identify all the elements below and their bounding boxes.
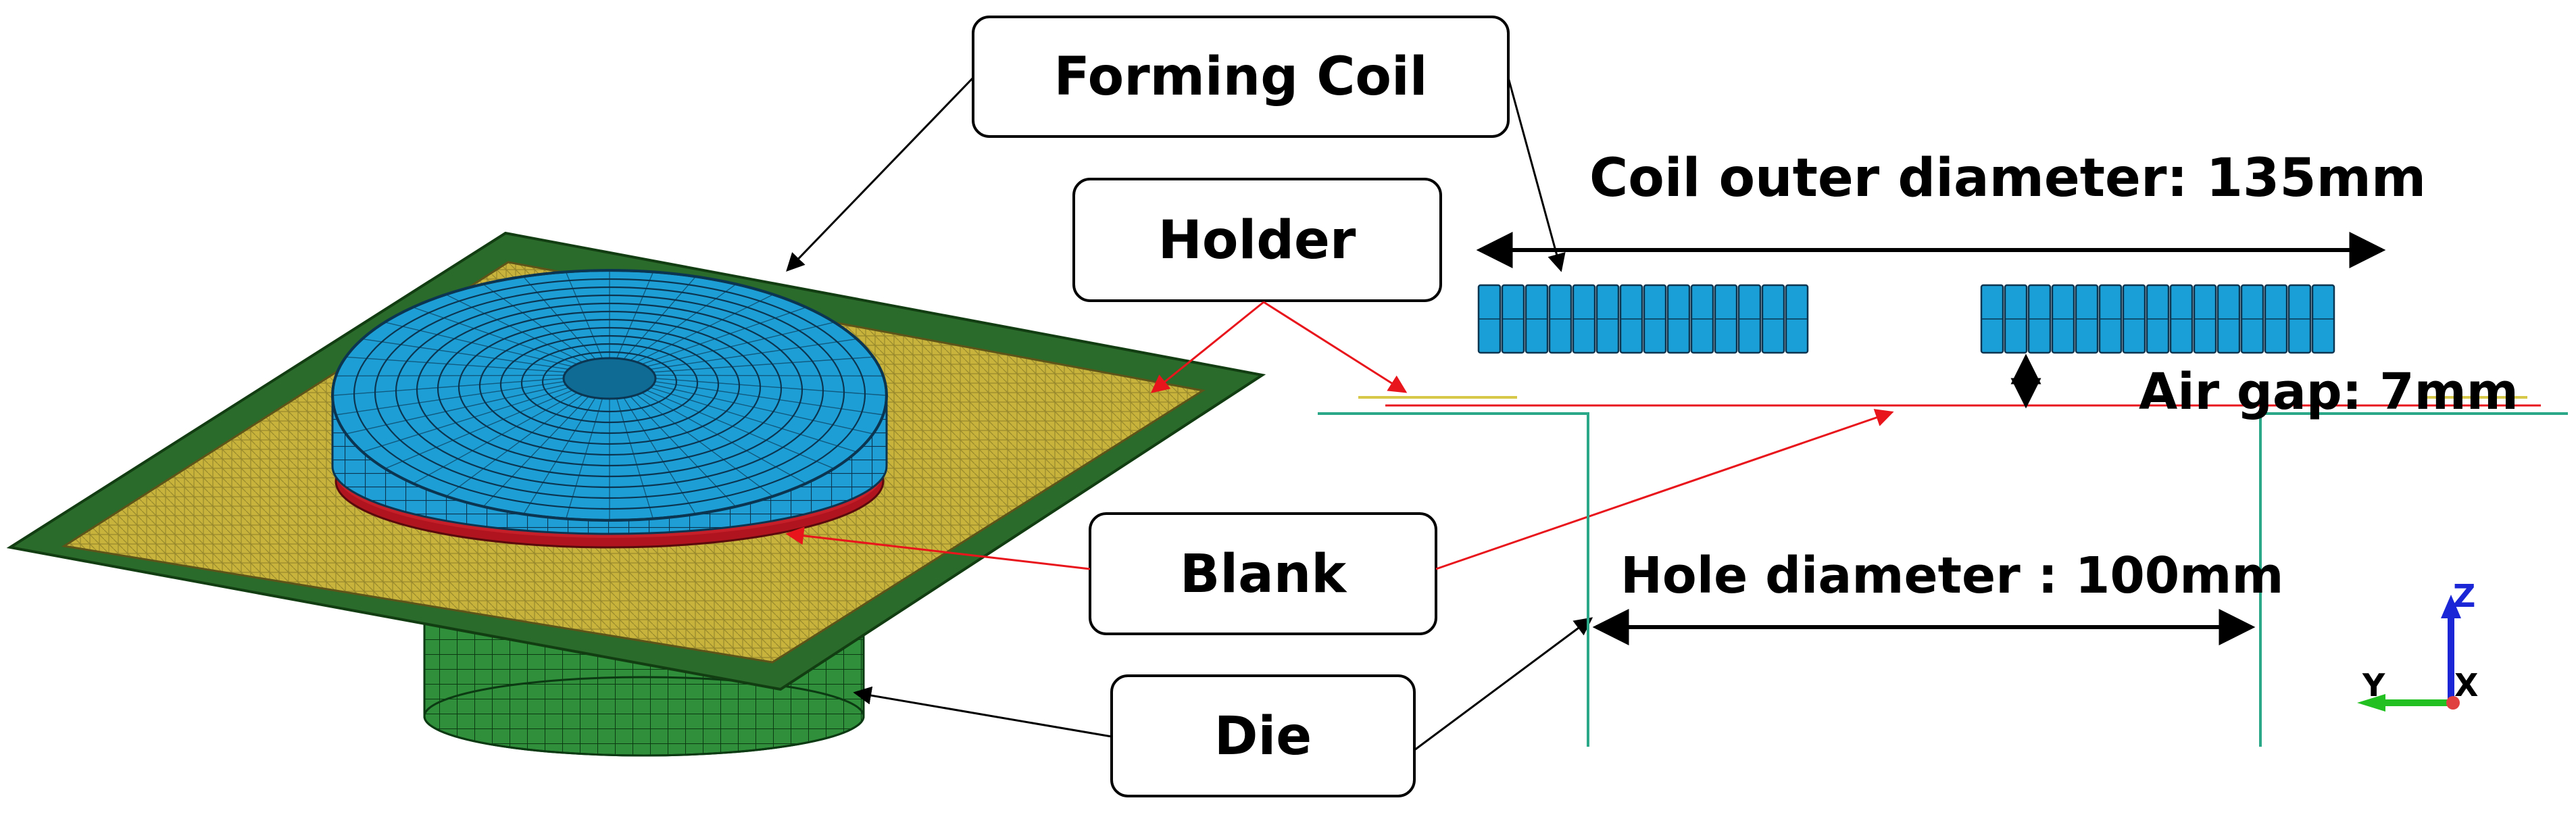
coil-rings bbox=[332, 270, 887, 521]
coil-segment-line bbox=[636, 295, 772, 363]
coil-segment-line bbox=[364, 387, 569, 452]
leader-coil-3d bbox=[786, 76, 974, 272]
leader-blank-3d bbox=[785, 526, 1091, 570]
cross-section: Coil outer diameter: 135mm Air gap: 7mm … bbox=[1318, 148, 2568, 747]
hole-diameter-text: Hole diameter : 100mm bbox=[1620, 547, 2284, 605]
leader-blank-section bbox=[1435, 409, 1894, 570]
origin-dot bbox=[2446, 696, 2460, 710]
coil-segment-line bbox=[414, 392, 578, 484]
coil-segment-line bbox=[566, 398, 603, 518]
x-axis-label: X bbox=[2454, 667, 2478, 703]
coil-segment-line bbox=[655, 381, 883, 416]
coil-turns-right bbox=[1980, 284, 2335, 354]
coil-segment-line bbox=[636, 394, 772, 496]
coil-segment-line bbox=[646, 389, 833, 469]
coil-segment-line bbox=[414, 307, 578, 365]
coil-segment-line bbox=[333, 378, 564, 396]
holder-label: Holder bbox=[1158, 210, 1356, 271]
air-gap-text: Air gap: 7mm bbox=[2139, 363, 2519, 421]
coil-segment-line bbox=[641, 307, 805, 365]
coil-segment-line bbox=[484, 396, 589, 506]
coil-segment-line bbox=[524, 397, 596, 514]
leader-lines bbox=[785, 76, 1894, 751]
leader-die-section bbox=[1414, 617, 1593, 751]
y-axis-label: Y bbox=[2362, 667, 2385, 703]
coil-diameter-text: Coil outer diameter: 135mm bbox=[1589, 148, 2426, 209]
die-label: Die bbox=[1214, 706, 1312, 767]
coil-segment-line bbox=[623, 397, 695, 514]
leader-holder-section bbox=[1263, 301, 1408, 393]
leader-holder-3d bbox=[1150, 301, 1264, 393]
leader-die-3d bbox=[853, 686, 1112, 738]
coil-turns-left bbox=[1477, 284, 1809, 354]
coil-segment-line bbox=[347, 384, 566, 435]
model-3d bbox=[6, 231, 1266, 757]
coil-segment-line bbox=[364, 339, 569, 370]
blank-callout: Blank bbox=[1089, 512, 1437, 635]
holder-callout: Holder bbox=[1072, 178, 1442, 302]
coil-segment-line bbox=[630, 284, 735, 361]
coil-segment-line bbox=[655, 374, 882, 377]
coil-segment-line bbox=[616, 272, 653, 359]
coil-segment-line bbox=[386, 322, 573, 368]
coil-segment-line bbox=[653, 384, 872, 435]
coil-segment-line bbox=[447, 295, 583, 363]
forming-coil-callout: Forming Coil bbox=[972, 16, 1510, 138]
coil-segment-line bbox=[630, 396, 735, 506]
die-callout: Die bbox=[1110, 674, 1416, 797]
forming-coil-label: Forming Coil bbox=[1054, 47, 1427, 107]
coil-segment-line bbox=[655, 378, 886, 396]
coil-segment-line bbox=[337, 381, 564, 416]
coil-segment-line bbox=[447, 394, 583, 496]
die-profile-right bbox=[2259, 412, 2568, 747]
coil-segment-line bbox=[641, 392, 805, 484]
coil-segment-line bbox=[484, 284, 589, 361]
y-axis-head bbox=[2357, 694, 2385, 712]
z-axis-label: Z bbox=[2453, 578, 2475, 614]
axis-triad: Z Y X bbox=[2357, 578, 2478, 712]
coil-segment-line bbox=[566, 272, 603, 359]
coil-segment-line bbox=[347, 356, 566, 373]
coil-segment-line bbox=[386, 389, 573, 469]
z-axis-head bbox=[2441, 595, 2461, 618]
coil-segment-line bbox=[337, 374, 564, 377]
leader-coil-section bbox=[1507, 77, 1566, 272]
die-profile-left bbox=[1318, 412, 1589, 747]
coil-ring bbox=[332, 270, 887, 521]
forming-coil-3d bbox=[331, 269, 888, 535]
coil-segment-line bbox=[524, 277, 596, 360]
coil-segment-line bbox=[653, 356, 872, 373]
coil-segment-line bbox=[646, 322, 833, 368]
coil-segment-line bbox=[623, 277, 695, 360]
coil-segment-line bbox=[650, 387, 856, 452]
coil-segment-line bbox=[650, 339, 856, 370]
blank-label: Blank bbox=[1180, 544, 1347, 605]
coil-segment-line bbox=[616, 398, 653, 518]
